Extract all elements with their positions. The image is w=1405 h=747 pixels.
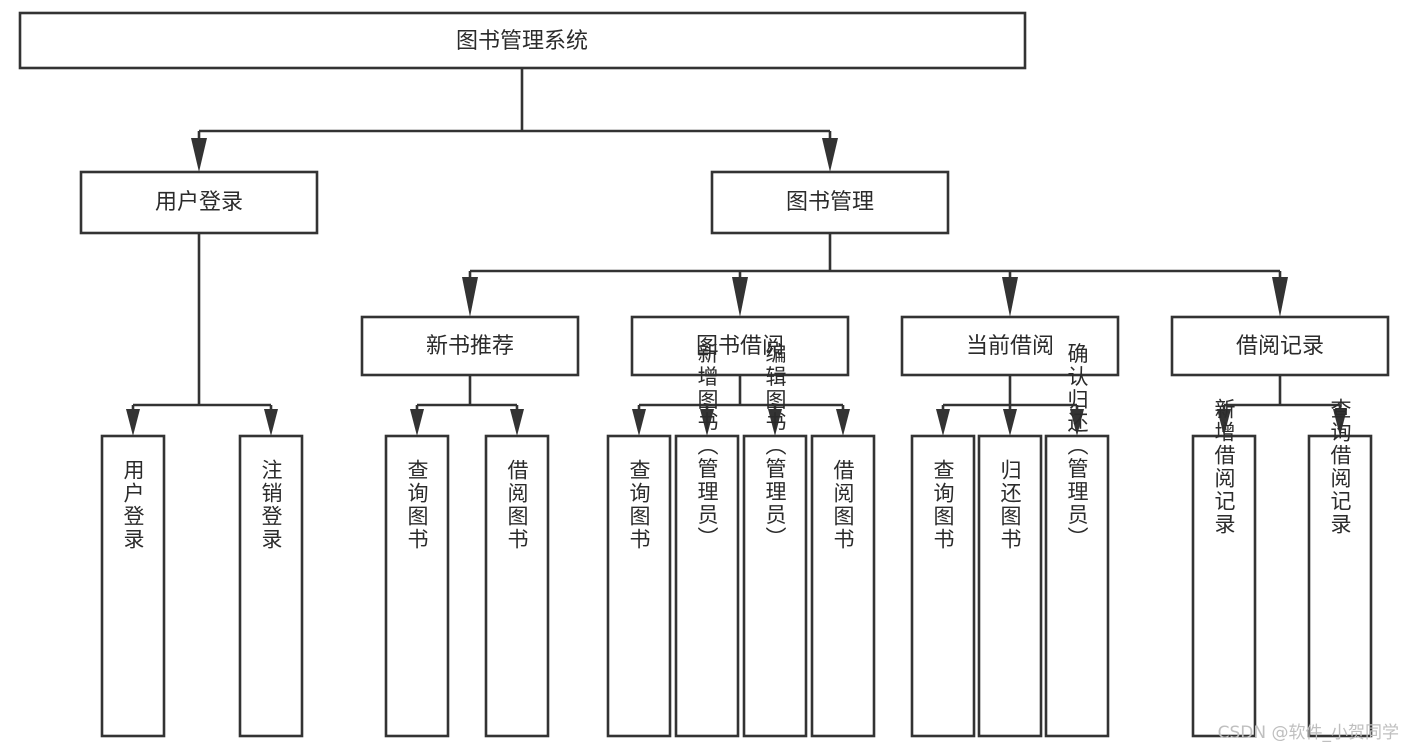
- arrow-current-borrow-leaf-1-icon: [936, 409, 950, 436]
- leaf-user-login-2-box[interactable]: [238, 434, 304, 738]
- arrow-new-book-leaf-1-icon: [410, 409, 424, 436]
- leaf-borrow-record-2[interactable]: 查询借阅记录: [1307, 398, 1373, 738]
- arrow-book-borrow-leaf-2-icon: [700, 409, 714, 436]
- node-borrow-record-box[interactable]: [1170, 315, 1390, 377]
- node-new-book-recommend-label: 新书推荐: [426, 334, 514, 359]
- leaf-current-borrow-1-box[interactable]: [910, 434, 976, 738]
- leaf-book-borrow-1-box[interactable]: [606, 434, 672, 738]
- node-root[interactable]: 图书管理系统: [18, 11, 1027, 70]
- arrow-root-to-user-login-icon: [191, 138, 207, 172]
- arrow-user-login-leaf-2-icon: [264, 409, 278, 436]
- node-user-login-box[interactable]: [79, 170, 319, 235]
- node-book-borrow-label: 图书借阅: [696, 334, 784, 359]
- leaf-current-borrow-2-box[interactable]: [977, 434, 1043, 738]
- arrow-new-book-leaf-2-icon: [510, 409, 524, 436]
- arrow-book-borrow-leaf-4-icon: [836, 409, 850, 436]
- leaf-book-borrow-4-label: 借阅图书: [831, 459, 855, 551]
- node-current-borrow-label: 当前借阅: [966, 334, 1054, 359]
- arrow-borrow-record-leaf-2-icon: [1333, 409, 1347, 436]
- leaf-borrow-record-1-box[interactable]: [1191, 434, 1257, 738]
- arrow-root-to-book-manage-icon: [822, 138, 838, 172]
- leaf-new-book-1-label: 查询图书: [405, 459, 429, 551]
- leaf-book-borrow-4-box[interactable]: [810, 434, 876, 738]
- node-borrow-record-label: 借阅记录: [1236, 334, 1324, 359]
- leaf-user-login-2-label: 注销登录: [259, 459, 283, 551]
- arrow-current-borrow-leaf-2-icon: [1003, 409, 1017, 436]
- arrow-user-login-leaf-1-icon: [126, 409, 140, 436]
- arrow-to-borrow-record-icon: [1272, 277, 1288, 317]
- node-new-book-recommend-box[interactable]: [360, 315, 580, 377]
- node-borrow-record[interactable]: 借阅记录: [1170, 315, 1390, 377]
- node-root-box[interactable]: [18, 11, 1027, 70]
- leaf-user-login-1-box[interactable]: [100, 434, 166, 738]
- node-book-borrow[interactable]: 图书借阅: [630, 315, 850, 377]
- leaf-book-borrow-4[interactable]: 借阅图书: [810, 434, 876, 738]
- leaf-borrow-record-2-label: 查询借阅记录: [1328, 398, 1352, 536]
- leaf-book-borrow-1[interactable]: 查询图书: [606, 434, 672, 738]
- node-current-borrow[interactable]: 当前借阅: [900, 315, 1120, 377]
- leaf-current-borrow-2[interactable]: 归还图书: [977, 434, 1043, 738]
- arrow-to-current-borrow-icon: [1002, 277, 1018, 317]
- leaf-current-borrow-1-label: 查询图书: [931, 459, 955, 551]
- leaf-borrow-record-1-label: 新增借阅记录: [1212, 398, 1236, 536]
- leaf-current-borrow-1[interactable]: 查询图书: [910, 434, 976, 738]
- leaf-current-borrow-3[interactable]: 确认归还（管理员）: [1044, 343, 1110, 738]
- leaf-book-borrow-2-label: 新增图书（管理员）: [695, 343, 719, 550]
- leaf-new-book-2-label: 借阅图书: [505, 459, 529, 551]
- leaf-current-borrow-2-label: 归还图书: [998, 459, 1022, 551]
- leaf-book-borrow-2[interactable]: 新增图书（管理员）: [674, 343, 740, 738]
- leaf-new-book-1[interactable]: 查询图书: [384, 434, 450, 738]
- arrow-to-new-book-recommend-icon: [462, 277, 478, 317]
- leaf-user-login-2[interactable]: 注销登录: [238, 434, 304, 738]
- leaf-book-borrow-3[interactable]: 编辑图书（管理员）: [742, 343, 808, 738]
- leaf-book-borrow-2-box[interactable]: [674, 434, 740, 738]
- arrow-current-borrow-leaf-3-icon: [1070, 409, 1084, 436]
- node-user-login-label: 用户登录: [155, 190, 243, 215]
- node-root-label: 图书管理系统: [456, 29, 588, 54]
- arrow-to-book-borrow-icon: [732, 277, 748, 317]
- leaf-current-borrow-3-box[interactable]: [1044, 434, 1110, 738]
- node-book-manage-label: 图书管理: [786, 190, 874, 215]
- leaf-book-borrow-3-box[interactable]: [742, 434, 808, 738]
- node-user-login[interactable]: 用户登录: [79, 170, 319, 235]
- leaf-user-login-1-label: 用户登录: [121, 459, 145, 551]
- leaf-borrow-record-2-box[interactable]: [1307, 434, 1373, 738]
- arrow-book-borrow-leaf-1-icon: [632, 409, 646, 436]
- leaf-new-book-2-box[interactable]: [484, 434, 550, 738]
- leaf-borrow-record-1[interactable]: 新增借阅记录: [1191, 398, 1257, 738]
- node-book-borrow-box[interactable]: [630, 315, 850, 377]
- arrow-book-borrow-leaf-3-icon: [768, 409, 782, 436]
- node-new-book-recommend[interactable]: 新书推荐: [360, 315, 580, 377]
- node-book-manage-box[interactable]: [710, 170, 950, 235]
- leaf-new-book-1-box[interactable]: [384, 434, 450, 738]
- leaf-book-borrow-1-label: 查询图书: [627, 459, 651, 551]
- node-book-manage[interactable]: 图书管理: [710, 170, 950, 235]
- arrow-borrow-record-leaf-1-icon: [1217, 409, 1231, 436]
- leaf-current-borrow-3-label: 确认归还（管理员）: [1065, 343, 1089, 550]
- leaf-user-login-1[interactable]: 用户登录: [100, 434, 166, 738]
- connector-group: [126, 68, 1347, 436]
- node-current-borrow-box[interactable]: [900, 315, 1120, 377]
- leaf-new-book-2[interactable]: 借阅图书: [484, 434, 550, 738]
- leaf-book-borrow-3-label: 编辑图书（管理员）: [763, 343, 787, 550]
